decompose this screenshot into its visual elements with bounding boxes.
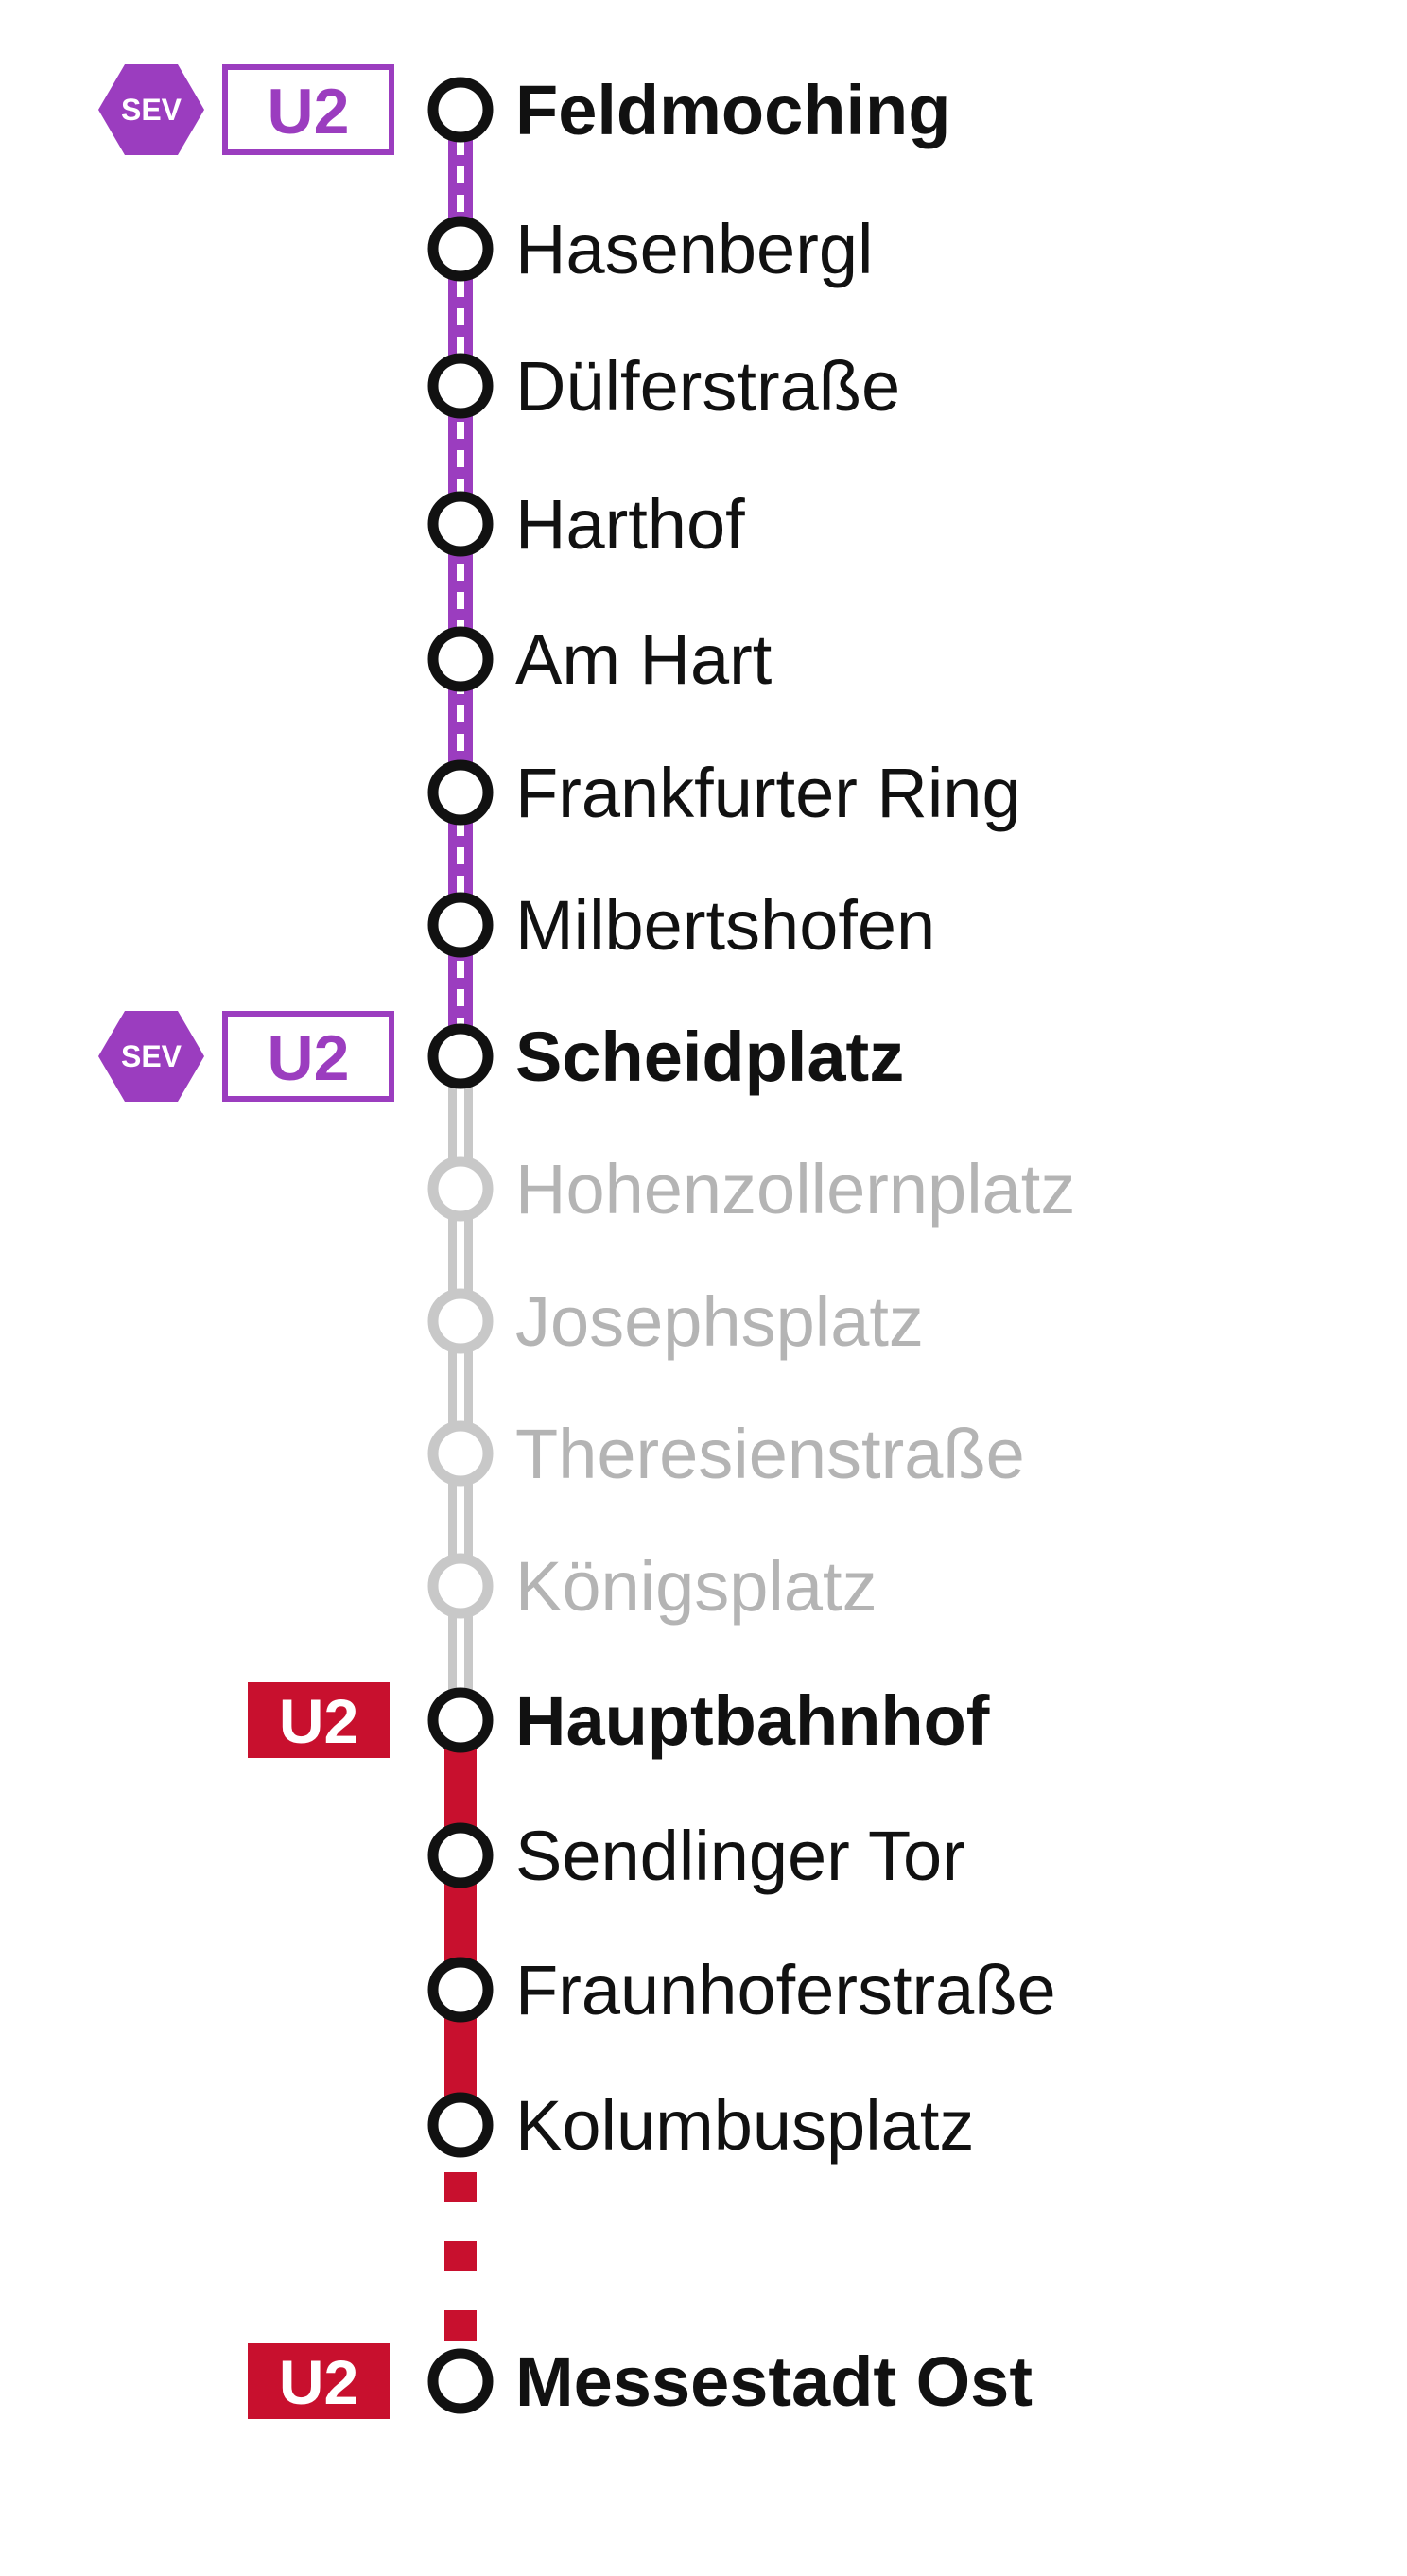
- line-segment-u2: [444, 1720, 477, 2125]
- station-label[interactable]: Harthof: [515, 485, 745, 564]
- station-label[interactable]: Am Hart: [515, 620, 773, 699]
- station-marker[interactable]: [427, 353, 494, 419]
- station-marker[interactable]: [427, 1023, 494, 1089]
- station-marker[interactable]: [427, 216, 494, 282]
- sev-hexagon-icon: [98, 1011, 204, 1102]
- station-marker[interactable]: [427, 1156, 494, 1222]
- u2-outline-frame: [222, 64, 394, 155]
- u2-filled-text: U2: [279, 2347, 358, 2417]
- station-label[interactable]: Frankfurter Ring: [515, 754, 1021, 832]
- station-label[interactable]: Hohenzollernplatz: [515, 1150, 1075, 1228]
- station-marker[interactable]: [427, 1553, 494, 1619]
- sev-badge: SEV: [98, 1011, 204, 1102]
- u2-filled-badge: U2: [248, 1682, 390, 1758]
- station-label[interactable]: Feldmoching: [515, 71, 950, 149]
- station-marker[interactable]: [427, 77, 494, 143]
- u2-outline-badge: U2: [222, 64, 394, 155]
- u2-outline-text: U2: [268, 76, 350, 148]
- station-labels: FeldmochingHasenberglDülferstraßeHarthof…: [515, 71, 1075, 2421]
- station-marker[interactable]: [427, 1957, 494, 2023]
- u2-filled-badge: U2: [248, 2343, 390, 2419]
- station-marker[interactable]: [427, 2348, 494, 2414]
- sev-badge: SEV: [98, 64, 204, 155]
- station-marker[interactable]: [427, 1420, 494, 1487]
- station-label[interactable]: Dülferstraße: [515, 347, 900, 426]
- u2-outline-text: U2: [268, 1022, 350, 1094]
- u2-filled-frame: [248, 1682, 390, 1758]
- line-segment-u2-dotted: [444, 2172, 477, 2341]
- station-label[interactable]: Theresienstraße: [515, 1415, 1025, 1493]
- station-label[interactable]: Milbertshofen: [515, 886, 935, 965]
- station-marker[interactable]: [427, 1288, 494, 1354]
- station-marker[interactable]: [427, 1822, 494, 1888]
- line-segment-closed: [448, 1056, 473, 1720]
- u2-filled-text: U2: [279, 1686, 358, 1756]
- closed-track-gap: [457, 1056, 464, 1720]
- station-label[interactable]: Scheidplatz: [515, 1018, 904, 1096]
- station-label[interactable]: Josephsplatz: [515, 1282, 924, 1361]
- u2-dotted-dash: [444, 2310, 477, 2341]
- u2-dotted-dash: [444, 2172, 477, 2202]
- u2-outline-frame: [222, 1011, 394, 1102]
- u2-outline-badge: U2: [222, 1011, 394, 1102]
- station-label[interactable]: Hasenbergl: [515, 210, 873, 288]
- station-marker[interactable]: [427, 759, 494, 826]
- sev-badge-text: SEV: [121, 93, 182, 127]
- station-label[interactable]: Königsplatz: [515, 1547, 877, 1626]
- station-label[interactable]: Fraunhoferstraße: [515, 1951, 1056, 2029]
- station-marker[interactable]: [427, 626, 494, 692]
- station-markers: [427, 77, 494, 2414]
- station-label[interactable]: Kolumbusplatz: [515, 2086, 974, 2165]
- station-label[interactable]: Hauptbahnhof: [515, 1681, 990, 1760]
- u2-filled-frame: [248, 2343, 390, 2419]
- station-marker[interactable]: [427, 491, 494, 557]
- station-marker[interactable]: [427, 2092, 494, 2158]
- station-label[interactable]: Sendlinger Tor: [515, 1817, 965, 1895]
- sev-badge-text: SEV: [121, 1039, 182, 1073]
- station-marker[interactable]: [427, 892, 494, 958]
- station-marker[interactable]: [427, 1687, 494, 1753]
- sev-hexagon-icon: [98, 64, 204, 155]
- u2-track: [444, 1720, 477, 2125]
- station-label[interactable]: Messestadt Ost: [515, 2342, 1033, 2421]
- u2-dotted-dash: [444, 2241, 477, 2271]
